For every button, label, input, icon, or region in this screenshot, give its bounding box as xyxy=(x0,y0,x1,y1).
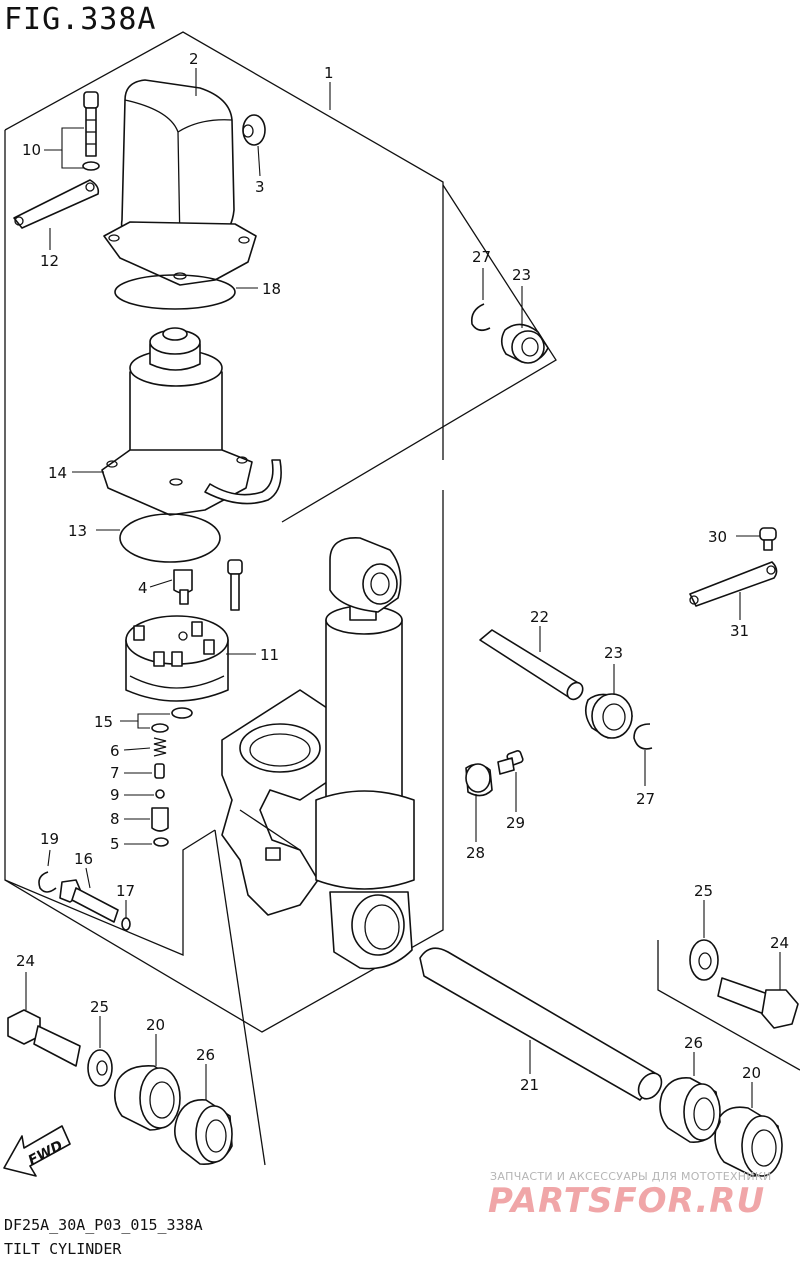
bushing-26-right-part xyxy=(659,1077,721,1143)
washer-25-left-part xyxy=(87,1049,113,1087)
callout-5: 5 xyxy=(110,835,120,853)
circlip-27-upper-part xyxy=(470,303,491,332)
callout-27-upper: 27 xyxy=(472,248,491,266)
callout-11: 11 xyxy=(260,646,279,664)
callout-25-right: 25 xyxy=(694,882,713,900)
callout-14: 14 xyxy=(48,464,67,482)
callout-10: 10 xyxy=(22,141,41,159)
callout-labels: 1 2 3 4 5 6 7 8 9 10 11 12 13 14 15 16 1… xyxy=(16,50,789,1094)
watermark-logo-text: PARTSFOR.RU xyxy=(488,1181,766,1221)
figure-code: DF25A_30A_P03_015_338A xyxy=(4,1216,203,1234)
bushing-23-upper-part xyxy=(500,323,549,364)
callout-2: 2 xyxy=(189,50,199,68)
callout-31: 31 xyxy=(730,622,749,640)
pump-bolt-part xyxy=(227,559,243,611)
callout-4: 4 xyxy=(138,579,148,597)
motor-cover-part xyxy=(103,79,257,286)
lead-wire-part xyxy=(13,179,100,229)
tilt-cylinder-part xyxy=(315,537,415,970)
bolt-washer-part xyxy=(82,91,100,171)
callout-27-lower: 27 xyxy=(636,790,655,808)
bushing-20-left-part xyxy=(114,1064,181,1131)
assembly-frame xyxy=(4,31,800,1166)
o-ring-18-part xyxy=(114,274,236,310)
callout-12: 12 xyxy=(40,252,59,270)
callout-9: 9 xyxy=(110,786,120,804)
callout-26-left: 26 xyxy=(196,1046,215,1064)
callout-25-left: 25 xyxy=(90,998,109,1016)
callout-15: 15 xyxy=(94,713,113,731)
circlip-part xyxy=(38,871,57,893)
callout-8: 8 xyxy=(110,810,120,828)
callout-7: 7 xyxy=(110,764,120,782)
ball-part xyxy=(155,789,165,799)
pin-part xyxy=(154,763,165,779)
fwd-arrow-icon: FWD xyxy=(3,1125,71,1177)
o-ring-13-part xyxy=(119,513,221,563)
bushing-23-lower-part xyxy=(584,693,633,739)
bolt-24-right-part xyxy=(717,977,799,1029)
o-ring-5-part xyxy=(153,837,169,847)
cylinder-base-part xyxy=(221,689,331,916)
callout-20-left: 20 xyxy=(146,1016,165,1034)
callout-6: 6 xyxy=(110,742,120,760)
figure-title: FIG.338A xyxy=(4,2,157,37)
figure-name: TILT CYLINDER xyxy=(4,1240,122,1258)
collar-28-part xyxy=(465,763,493,797)
valve-part xyxy=(173,569,193,605)
callout-13: 13 xyxy=(68,522,87,540)
callout-17: 17 xyxy=(116,882,135,900)
callout-20-right: 20 xyxy=(742,1064,761,1082)
leader-lines xyxy=(25,68,781,1108)
plug-part xyxy=(242,114,266,146)
bushing-20-right-part xyxy=(714,1106,783,1177)
valve-seat-part xyxy=(151,807,169,832)
callout-16: 16 xyxy=(74,850,93,868)
watermark-tagline: ЗАПЧАСТИ И АКСЕССУАРЫ ДЛЯ МОТОТЕХНИКИ xyxy=(490,1170,772,1183)
motor-part xyxy=(101,327,282,516)
callout-22: 22 xyxy=(530,608,549,626)
spring-part xyxy=(153,737,167,757)
o-ring-17-part xyxy=(121,917,131,931)
callout-26-right: 26 xyxy=(684,1034,703,1052)
callout-3: 3 xyxy=(255,178,265,196)
manual-valve-part xyxy=(59,879,119,923)
bolt-24-left-part xyxy=(7,1009,81,1067)
bushing-26-left-part xyxy=(174,1099,233,1165)
callout-28: 28 xyxy=(466,844,485,862)
callout-21: 21 xyxy=(520,1076,539,1094)
callout-1: 1 xyxy=(324,64,334,82)
bolt-29-part xyxy=(497,750,524,775)
pump-part xyxy=(125,615,229,702)
pin-22-part xyxy=(479,629,584,701)
screw-30-part xyxy=(759,527,777,551)
washer-25-right-part xyxy=(689,939,719,981)
pin-21-part xyxy=(419,947,663,1101)
callout-29: 29 xyxy=(506,814,525,832)
o-ring-15a-part xyxy=(171,707,193,719)
o-ring-15b-part xyxy=(151,723,169,733)
callout-30: 30 xyxy=(708,528,727,546)
callout-24-left: 24 xyxy=(16,952,35,970)
callout-24-right: 24 xyxy=(770,934,789,952)
callout-23-upper: 23 xyxy=(512,266,531,284)
circlip-27-lower-part xyxy=(633,723,653,750)
callout-23-lower: 23 xyxy=(604,644,623,662)
wire-31-part xyxy=(689,561,778,607)
callout-18: 18 xyxy=(262,280,281,298)
callout-19: 19 xyxy=(40,830,59,848)
